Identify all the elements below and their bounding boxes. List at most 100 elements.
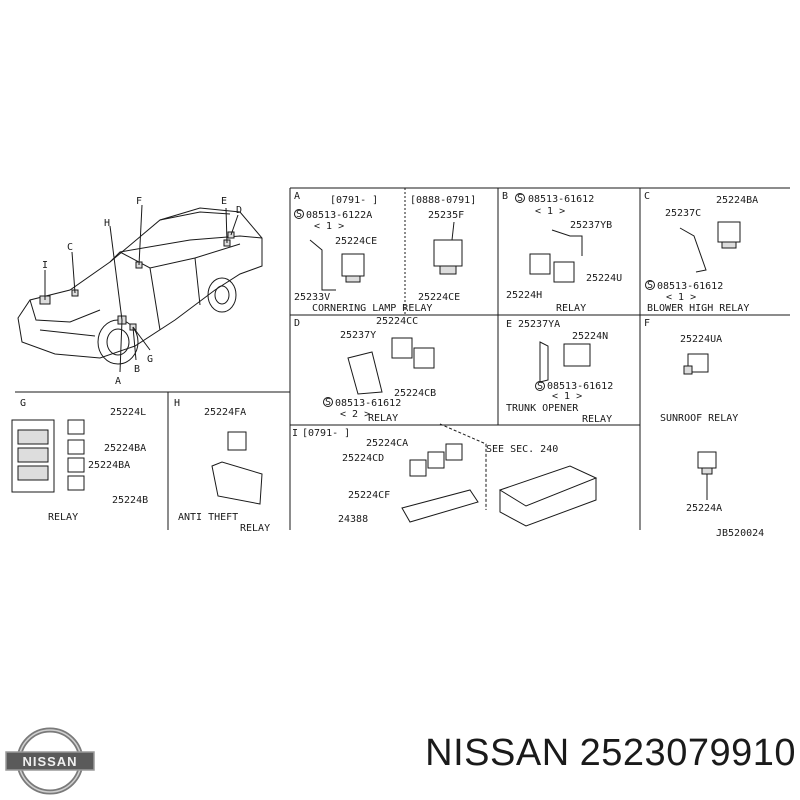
panel-d-relay-1 [391, 337, 413, 359]
svg-text:S: S [296, 209, 302, 220]
panel-b-screw-qty: < 1 > [535, 206, 565, 217]
panel-e-part-1: 25237YA [518, 319, 560, 330]
panel-b-part-2: 25224U [586, 273, 622, 284]
panel-e-part-2: 25224N [572, 331, 608, 342]
panel-d-screw: 08513-61612 [335, 398, 401, 409]
panel-g-part-1: 25224L [110, 407, 146, 418]
panel-a-relay-2 [433, 239, 463, 267]
panel-f-caption: SUNROOF RELAY [660, 413, 738, 424]
panel-c-letter: C [644, 191, 650, 202]
panel-e-relay [563, 343, 591, 367]
panel-a-relay-1 [341, 253, 365, 277]
panel-b-relay-1 [529, 253, 551, 275]
panel-e: E 25237YA 25224N S 08513-61612 < 1 > TRU… [506, 319, 613, 425]
panel-b-part-1: 25237YB [570, 220, 612, 231]
panel-h: H 25224FA ANTI THEFT RELAY [174, 398, 270, 534]
panel-c-screw: 08513-61612 [657, 281, 723, 292]
panel-g-relay-1 [67, 419, 85, 435]
panel-e-bracket [539, 341, 549, 383]
panel-a-part-2: 25235F [428, 210, 464, 221]
panel-i-relay-2 [445, 443, 463, 461]
car-letter-a: A [115, 376, 121, 387]
panel-g: G 25224L 25224BA 25224BA 25224B RELAY [11, 398, 148, 523]
panel-f-relay-2 [697, 451, 717, 469]
panel-i-relay-3 [409, 459, 427, 477]
panel-e-caption-1: TRUNK OPENER [506, 403, 579, 414]
panel-b-caption: RELAY [556, 303, 586, 314]
panel-d-bracket [347, 351, 383, 395]
panel-i-part-1: 25224CA [366, 438, 408, 449]
car-letter-c: C [67, 242, 73, 253]
parts-diagram: F H E D C I A B G A [0791- ] [0888-0791]… [11, 187, 790, 539]
panel-d-caption: RELAY [368, 413, 398, 424]
panel-g-relay-2 [67, 439, 85, 455]
panel-a-code-left: [0791- ] [330, 195, 378, 206]
panel-a-code-right: [0888-0791] [410, 195, 476, 206]
panel-i-fuse-block [401, 489, 479, 523]
panel-i-part-3: 25224CF [348, 490, 390, 501]
panel-h-letter: H [174, 398, 180, 409]
panel-d-part-3: 25224CB [394, 388, 436, 399]
panel-c: C 25237C 25224BA S 08513-61612 < 1 > BLO… [644, 191, 758, 314]
panel-grid [15, 187, 790, 530]
svg-text:S: S [647, 280, 653, 291]
panel-f-part-1: 25224UA [680, 334, 722, 345]
panel-i-see-sec: SEE SEC. 240 [486, 444, 558, 455]
panel-i-part-4: 24388 [338, 514, 368, 525]
panel-a-bracket [309, 239, 336, 291]
panel-b-screw: 08513-61612 [528, 194, 594, 205]
panel-b: B S 08513-61612 < 1 > 25237YB 25224U 252… [502, 191, 622, 314]
footer-brand: NISSAN [425, 732, 570, 774]
panel-h-caption-2: RELAY [240, 523, 270, 534]
panel-h-caption-1: ANTI THEFT [178, 512, 238, 523]
panel-c-bracket [679, 227, 707, 273]
panel-d-letter: D [294, 318, 300, 329]
panel-a-letter: A [294, 191, 300, 202]
panel-d-part-2: 25237Y [340, 330, 376, 341]
panel-d: D 25224CC 25237Y 25224CB S 08513-61612 <… [294, 316, 436, 424]
panel-e-screw-qty: < 1 > [552, 391, 582, 402]
nissan-logo: NISSAN [5, 727, 95, 795]
car-letter-b: B [134, 364, 140, 375]
panel-a-part-4: 25224CE [418, 292, 460, 303]
panel-g-part-2: 25224BA [104, 443, 146, 454]
car-illustration [17, 204, 263, 373]
panel-a-part-1: 25224CE [335, 236, 377, 247]
panel-i-relay-1 [427, 451, 445, 469]
footer-part-number: 2523079910 [579, 732, 796, 774]
panel-b-letter: B [502, 191, 508, 202]
panel-f-relay-1 [687, 353, 709, 373]
panel-g-part-3: 25224BA [88, 460, 130, 471]
car-location-letters: F H E D C I A B G [42, 196, 242, 387]
panel-a-caption: CORNERING LAMP RELAY [312, 303, 432, 314]
car-letter-i: I [42, 260, 48, 271]
panel-d-part-1: 25224CC [376, 316, 418, 327]
panel-h-bracket [211, 461, 263, 505]
panel-i-code: [0791- ] [302, 428, 350, 439]
svg-text:S: S [537, 381, 543, 392]
panel-a-screw: 08513-6122A [306, 210, 372, 221]
panel-e-letter: E [506, 319, 512, 330]
panel-e-caption-2: RELAY [582, 414, 612, 425]
panel-c-screw-qty: < 1 > [666, 292, 696, 303]
panel-b-bracket [551, 229, 583, 256]
panel-c-caption: BLOWER HIGH RELAY [647, 303, 749, 314]
car-letter-f: F [136, 196, 142, 207]
panel-b-part-3: 25224H [506, 290, 542, 301]
car-letter-e: E [221, 196, 227, 207]
panel-g-part-4: 25224B [112, 495, 148, 506]
logo-text: NISSAN [22, 754, 77, 769]
panel-d-relay-2 [413, 347, 435, 369]
panel-c-relay [717, 221, 741, 243]
panel-a-part-3: 25233V [294, 292, 330, 303]
car-letter-h: H [104, 218, 110, 229]
panel-a: A [0791- ] [0888-0791] S 08513-6122A < 1… [294, 191, 476, 314]
panel-c-part-1: 25237C [665, 208, 701, 219]
panel-a-screw-qty: < 1 > [314, 221, 344, 232]
panel-i-part-2: 25224CD [342, 453, 384, 464]
panel-f-ref: JB520024 [716, 528, 764, 539]
panel-h-part-1: 25224FA [204, 407, 246, 418]
panel-c-part-2: 25224BA [716, 195, 758, 206]
panel-e-screw: 08513-61612 [547, 381, 613, 392]
